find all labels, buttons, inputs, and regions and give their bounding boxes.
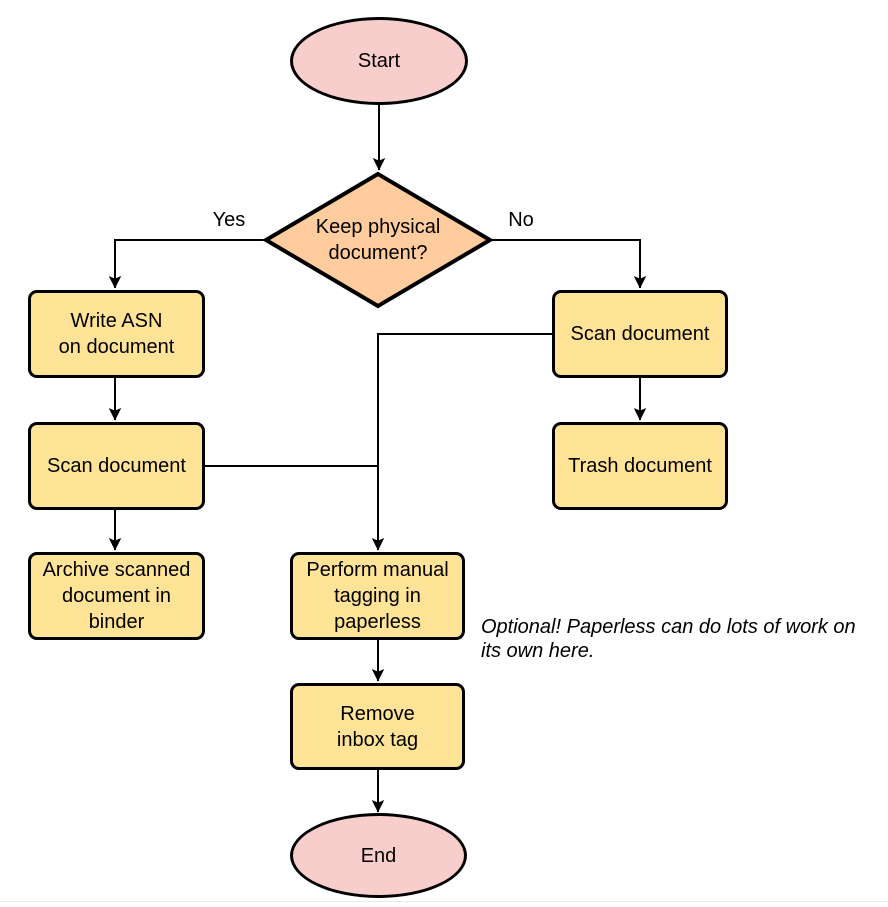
- node-decision-label: Keep physical document?: [315, 216, 441, 264]
- page-bottom-divider: [0, 901, 888, 902]
- node-trash-document: Trash document: [552, 422, 728, 510]
- node-archive-scanned: Archive scanned document in binder: [28, 552, 205, 640]
- node-end-label: End: [360, 844, 397, 867]
- connector-scan-right-to-tagging: [371, 333, 552, 551]
- node-scan-document-right: Scan document: [552, 290, 728, 378]
- node-scan-document-left: Scan document: [28, 422, 205, 510]
- edge-label-no: No: [495, 208, 547, 232]
- node-start: Start: [290, 17, 468, 105]
- connector-decision-no-to-scan-right: [490, 239, 647, 289]
- node-decision: Keep physical document?: [266, 214, 490, 266]
- connector-decision-yes-to-write-asn: [108, 239, 266, 289]
- node-manual-tagging: Perform manual tagging in paperless: [290, 552, 465, 640]
- node-manual-tagging-label: Perform manual tagging in paperless: [306, 559, 449, 633]
- optional-note: Optional! Paperless can do lots of work …: [481, 616, 856, 662]
- node-scan-document-left-label: Scan document: [47, 455, 186, 477]
- node-trash-document-label: Trash document: [568, 455, 712, 477]
- node-scan-document-right-label: Scan document: [570, 323, 710, 345]
- node-remove-inbox-tag-label: Remove inbox tag: [336, 702, 419, 751]
- node-start-label: Start: [357, 50, 401, 72]
- node-archive-scanned-label: Archive scanned document in binder: [42, 559, 191, 633]
- node-write-asn-label: Write ASN on document: [58, 310, 175, 358]
- node-remove-inbox-tag: Remove inbox tag: [290, 683, 465, 770]
- node-write-asn: Write ASN on document: [28, 290, 205, 378]
- node-end: End: [290, 813, 467, 898]
- edge-label-yes: Yes: [203, 208, 255, 232]
- decision-diamond-shape: [262, 171, 494, 309]
